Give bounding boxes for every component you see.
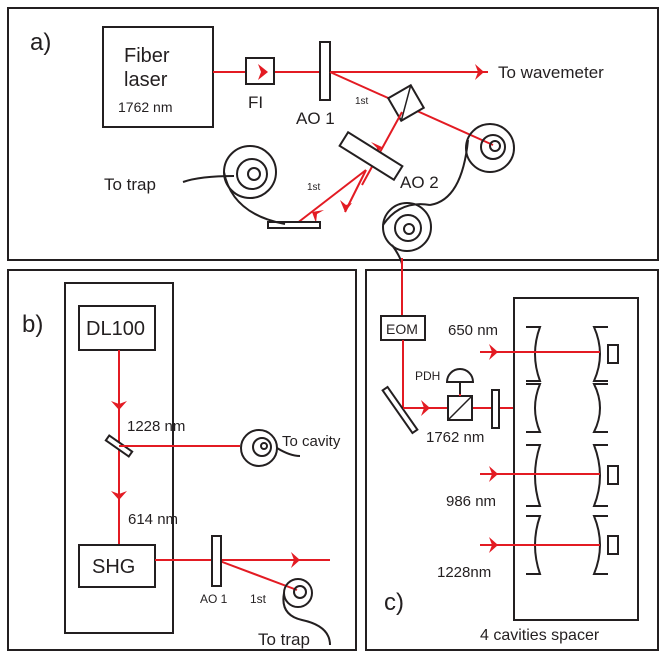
arrow-1228 — [489, 537, 498, 553]
beam-cube-to-aom2 — [361, 111, 403, 186]
aom-b-order-label: 1st — [250, 592, 267, 606]
arrow-aom2-zero-order — [340, 200, 352, 212]
panel-c-label: c) — [384, 589, 404, 616]
aom1-order-label: 1st — [355, 96, 369, 107]
waveplate-c — [491, 389, 500, 429]
mirror-a — [267, 221, 321, 229]
fiber-coil-to-trap — [182, 145, 286, 225]
shg-box — [78, 544, 156, 588]
pdh-label: PDH — [415, 369, 440, 383]
panel-c: c) EOM PDH 1762 nm 4 cavities — [365, 258, 659, 651]
spacer-label: 4 cavities spacer — [480, 627, 600, 644]
cavity-1 — [526, 326, 619, 382]
cavity-2 — [526, 383, 608, 433]
aom2-order-label: 1st — [307, 182, 321, 193]
panel-a: a) Fiber laser 1762 nm To wavemeter FI A… — [7, 7, 659, 265]
aom1 — [319, 41, 331, 101]
wavelength-1228-c: 1228nm — [437, 564, 491, 581]
aom-b — [211, 535, 222, 587]
eom-label: EOM — [386, 321, 418, 337]
fiber-coil-to-trap-b — [282, 578, 331, 646]
fiber-laser-wavelength: 1762 nm — [118, 99, 172, 115]
to-wavemeter-label: To wavemeter — [498, 63, 604, 82]
fiber-coil-to-cavity — [240, 429, 301, 467]
aom-b-label: AO 1 — [200, 592, 228, 606]
arrow-aom2-first-order — [312, 210, 324, 223]
to-trap-label-b: To trap — [258, 630, 310, 649]
fiber-coil-lower — [382, 202, 432, 265]
fiber-laser-label-line2: laser — [124, 69, 168, 91]
aom2 — [338, 130, 404, 182]
arrow-1762 — [421, 400, 430, 416]
photodetector-icon — [445, 368, 475, 394]
isolator-label: FI — [248, 93, 263, 112]
dl100-box — [78, 305, 156, 351]
arrow-b-2 — [111, 491, 127, 500]
beam-splitter-cube-a — [386, 83, 426, 123]
cavity-spacer — [513, 297, 639, 621]
faraday-isolator — [245, 57, 275, 85]
wavelength-1228-b: 1228 nm — [127, 418, 185, 435]
shg-label: SHG — [92, 556, 135, 578]
dl100-label: DL100 — [86, 318, 145, 340]
arrow-986 — [489, 466, 498, 482]
wavelength-614-b: 614 nm — [128, 511, 178, 528]
to-trap-label-a: To trap — [104, 175, 156, 194]
arrow-shg-out — [291, 552, 300, 568]
wavelength-1762-c: 1762 nm — [426, 429, 484, 446]
fiber-laser-box — [102, 26, 214, 128]
aom2-label: AO 2 — [400, 173, 439, 192]
arrow-650 — [489, 344, 498, 360]
beam-shg-first-order — [216, 559, 298, 591]
beam-aom2-first-order — [295, 169, 367, 225]
cavity-3 — [526, 444, 619, 507]
fiber-coil-upper-right — [429, 123, 515, 206]
wavelength-650-c: 650 nm — [448, 322, 498, 339]
arrow-beam-wavemeter — [475, 64, 484, 80]
panel-b-frame — [7, 269, 357, 651]
panel-a-label: a) — [30, 29, 51, 56]
aom1-label: AO 1 — [296, 109, 335, 128]
pdh-cube — [447, 395, 473, 421]
wavelength-986-c: 986 nm — [446, 493, 496, 510]
panel-b: b) DL100 1228 nm To cavity 614 nm SHG — [7, 269, 357, 651]
fiber-laser-label-line1: Fiber — [124, 45, 170, 67]
panel-b-label: b) — [22, 311, 43, 338]
steering-mirror-c — [381, 385, 419, 435]
arrow-isolator — [258, 64, 268, 80]
to-cavity-label: To cavity — [282, 433, 341, 450]
arrow-b-1 — [111, 401, 127, 410]
